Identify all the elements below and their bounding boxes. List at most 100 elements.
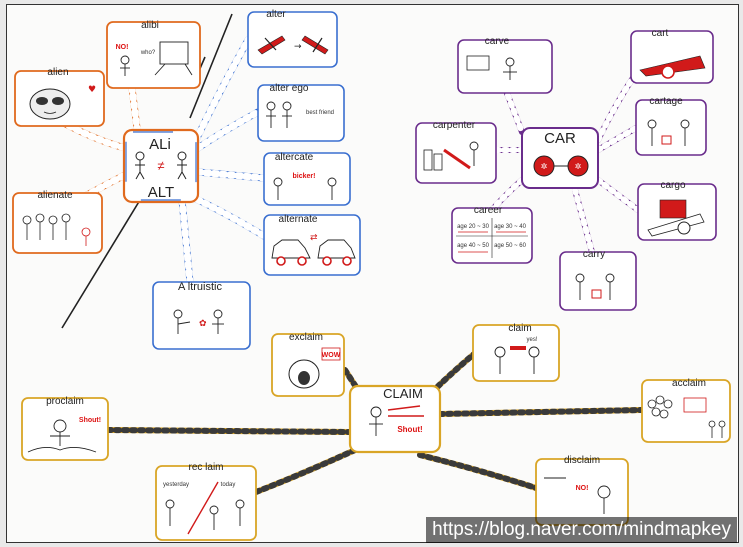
node-disclaim-box: [535, 458, 629, 526]
node-cartage-box: [635, 99, 707, 156]
cartage-box-icon: [661, 135, 672, 145]
alternate-cars-icon: ⇄: [271, 233, 356, 266]
cargo-truck-icon: [647, 199, 705, 237]
alt-hub-top-label: ALi: [149, 136, 171, 153]
claim-hub-label: CLAIM: [383, 386, 423, 401]
branch-claim-stripes: [429, 351, 477, 395]
branch-acclaim-stripes: [437, 407, 645, 417]
node-carry: carry: [559, 249, 637, 311]
carve-figure-icon: [503, 57, 517, 80]
node-acclaim: acclaim: [641, 378, 731, 443]
branch-proclaim-stripes: [105, 427, 353, 435]
arrow-right-icon: →: [294, 42, 302, 52]
alien-face-icon: [29, 88, 71, 120]
swap-arrows-icon: ⇄: [310, 233, 318, 243]
node-proclaim: proclaim Shout!: [21, 396, 109, 461]
claim-figures-icon: [494, 346, 540, 374]
career-row-4: age 50 ~ 60: [494, 243, 527, 249]
node-altercate: altercate bicker!: [263, 152, 351, 206]
alter-ego-figures-icon: [266, 101, 292, 128]
branch-alibi-stripes: [128, 84, 141, 132]
alt-hub-stick-figures: [135, 151, 187, 180]
node-reclaim-label: rec laim: [188, 462, 223, 473]
node-cargo-label: cargo: [660, 180, 685, 191]
wheel-spoke-left-icon: ✲: [541, 162, 548, 171]
node-alienate: alienate: [12, 190, 103, 254]
branch-carry-stripes: [572, 187, 595, 255]
node-disclaim-label: disclaim: [564, 455, 600, 466]
cartage-figures-icon: [647, 119, 690, 146]
disclaim-figure-icon: [544, 477, 611, 514]
node-altruistic-box: [152, 281, 251, 350]
node-carpenter-label: carpenter: [433, 120, 476, 131]
node-exclaim-label: exclaim: [289, 332, 323, 343]
node-alternate-label: alternate: [279, 214, 318, 225]
claim-branches: [105, 351, 645, 495]
claim-shout-line-1: [387, 405, 421, 411]
proclaim-speaker-icon: [27, 419, 97, 453]
node-alienate-box: [12, 192, 103, 254]
heart-icon: ♥: [88, 85, 96, 95]
acclaim-crowd-icon: [647, 395, 726, 438]
branch-altruistic-stripes: [178, 196, 194, 286]
carry-figures-icon: [575, 273, 615, 300]
reclaim-left-note: yesterday: [163, 482, 189, 488]
career-timeline-table: age 20 ~ 30 age 30 ~ 40 age 40 ~ 50 age …: [456, 218, 528, 258]
carve-stone-icon: [466, 55, 490, 71]
alibi-figure-icon: [120, 41, 193, 76]
reclaim-right-note: today: [221, 482, 236, 488]
reclaim-figures-icon: [165, 499, 245, 530]
node-cart: cart: [630, 28, 714, 84]
carry-box-icon: [591, 289, 602, 299]
alt-group: ALi ALT ≠ alibi NO! who?: [12, 9, 361, 350]
claim-hub-note: Shout!: [397, 425, 422, 434]
claim-group: CLAIM Shout! exclaim WOW: [21, 323, 731, 541]
alienate-group-figures-icon: [22, 213, 91, 246]
branch-altercate-stripes: [194, 168, 268, 182]
branch-carve-stripes: [502, 85, 525, 135]
node-acclaim-label: acclaim: [672, 378, 706, 389]
altruistic-figures-icon: [173, 309, 224, 334]
alt-hub: ALi ALT ≠: [122, 128, 200, 204]
exclaim-note-box: [321, 347, 341, 361]
proclaim-note: Shout!: [79, 417, 101, 424]
node-altruistic: A ltruistic ✿: [152, 281, 251, 350]
branch-disclaim-stripes: [417, 452, 539, 491]
node-alibi: alibi NO! who?: [106, 20, 201, 89]
gift-icon: ✿: [199, 319, 207, 329]
node-alien: alien ♥: [14, 67, 105, 127]
node-alter-ego-label: alter ego: [270, 83, 309, 94]
alt-hub-bottom-label: ALT: [148, 184, 174, 201]
node-career: career age 20 ~ 30 age 30 ~ 40 age 40 ~ …: [451, 205, 533, 264]
node-claim-box: [472, 324, 560, 382]
alt-hub-box-inner: [125, 131, 197, 201]
claim-hub: CLAIM Shout!: [348, 384, 442, 454]
disclaim-no-note: NO!: [576, 485, 589, 492]
branch-reclaim-stripes: [253, 447, 358, 495]
node-disclaim: disclaim NO!: [535, 455, 629, 526]
car-hub-label: CAR: [544, 130, 576, 147]
node-carry-label: carry: [583, 249, 605, 260]
claim-note: yes!: [526, 337, 537, 343]
node-claim: claim yes!: [472, 323, 560, 382]
car-hub: CAR ✲ ✲: [521, 127, 599, 189]
node-alienate-label: alienate: [37, 190, 72, 201]
not-equal-icon: ≠: [157, 158, 164, 173]
altercate-note: bicker!: [293, 173, 316, 180]
node-alternate-box: [263, 214, 361, 276]
node-alter-label: alter: [266, 9, 286, 20]
carpenter-tools-icon: [423, 141, 479, 171]
branch-alter-ego-stripes: [194, 108, 262, 152]
node-carry-box: [559, 251, 637, 311]
career-row-3: age 40 ~ 50: [457, 243, 490, 249]
branch-alternate-stripes: [186, 192, 268, 240]
alibi-who-note: who?: [140, 50, 156, 56]
branch-alter-stripes: [192, 36, 252, 144]
node-proclaim-label: proclaim: [46, 396, 84, 407]
node-carpenter: carpenter: [415, 120, 497, 184]
node-alter-ego: alter ego best friend: [257, 83, 345, 142]
node-cartage: cartage: [635, 96, 707, 156]
node-cart-label: cart: [652, 28, 669, 39]
